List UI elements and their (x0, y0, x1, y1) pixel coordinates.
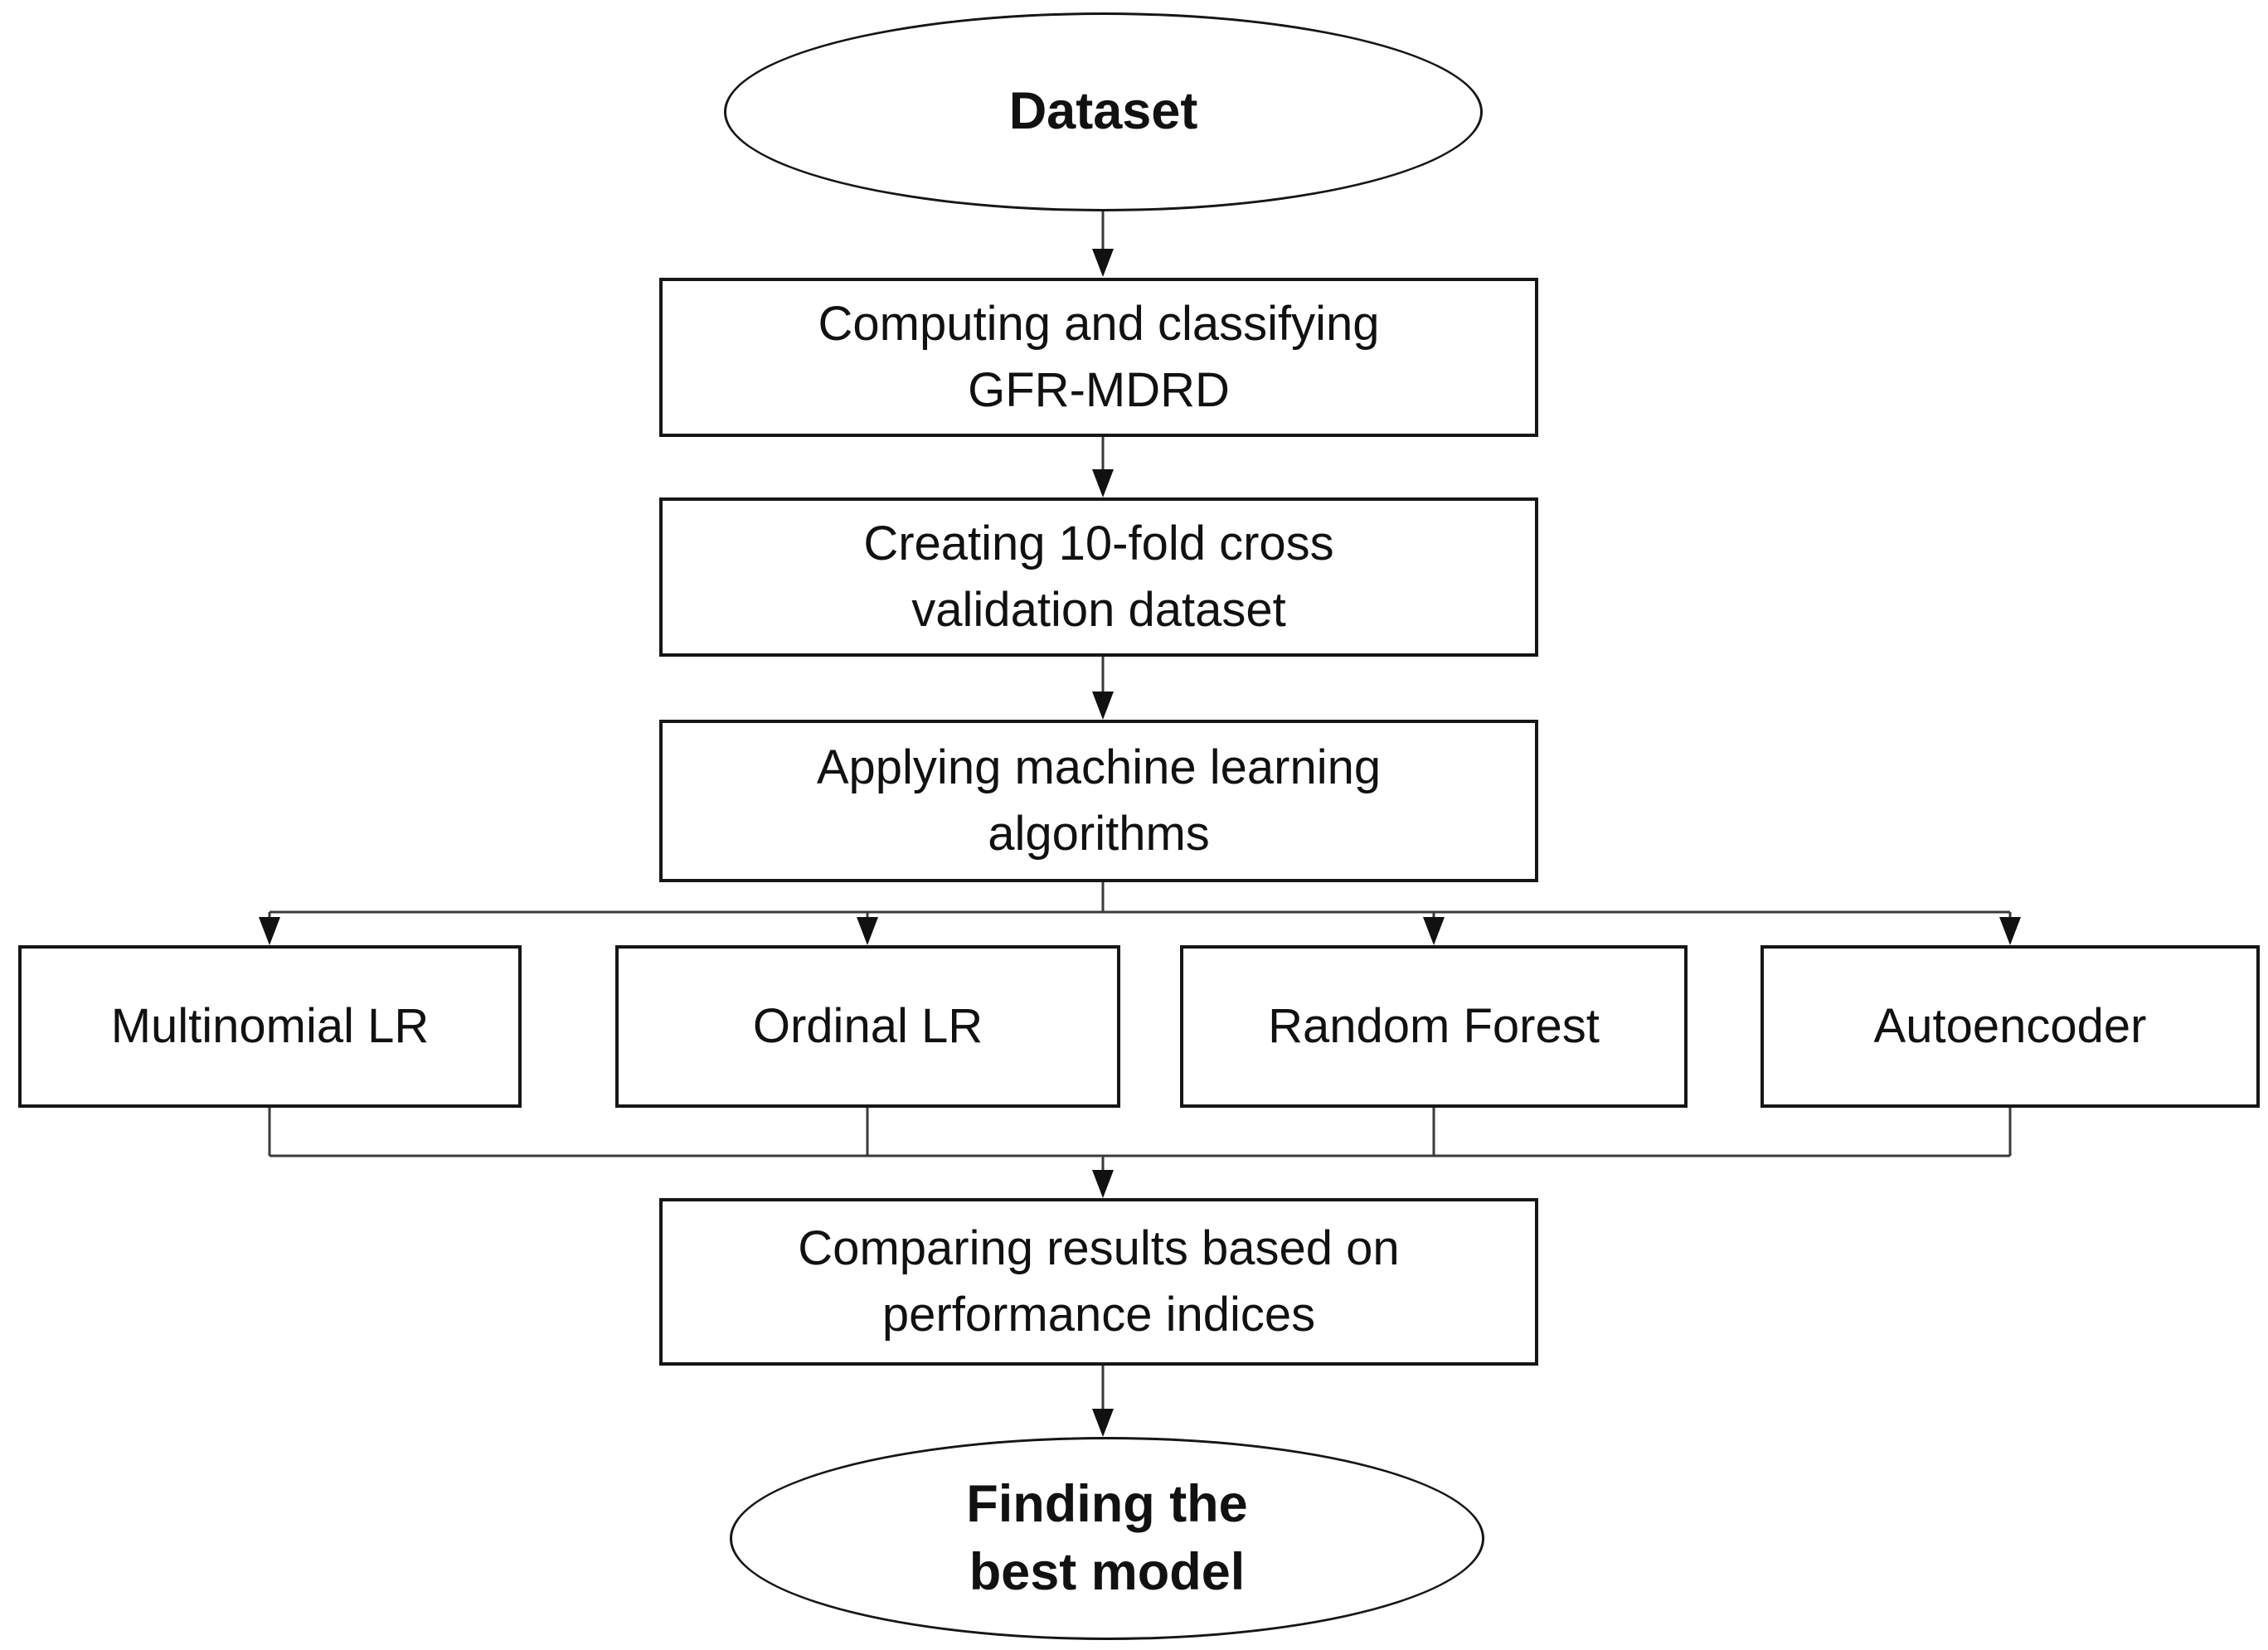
autoencoder-box: Autoencoder (1760, 945, 2260, 1108)
multinomial-lr-box: Multinomial LR (18, 945, 522, 1108)
applying-ml-line2: algorithms (988, 807, 1210, 861)
arrowhead-into-autoencoder (1999, 917, 2021, 945)
ordinal-lr-label: Ordinal LR (752, 998, 983, 1053)
autoencoder-label: Autoencoder (1873, 998, 2147, 1053)
comparing-results-line1: Comparing results based on (798, 1221, 1400, 1275)
dataset-label: Dataset (1008, 82, 1198, 141)
random-forest-label: Random Forest (1268, 998, 1600, 1053)
cross-validation-line2: validation dataset (911, 583, 1286, 637)
finding-best-model-line1: Finding the (966, 1474, 1248, 1533)
applying-ml-box: Applying machine learning algorithms (659, 720, 1538, 882)
ordinal-lr-box: Ordinal LR (615, 945, 1120, 1108)
cross-validation-box: Creating 10-fold cross validation datase… (659, 497, 1538, 657)
arrowhead-into-computing (1092, 249, 1114, 277)
computing-gfr-line2: GFR-MDRD (968, 363, 1230, 417)
arrowhead-into-ordinal (857, 917, 878, 945)
finding-best-model-end-node: Finding the best model (730, 1437, 1484, 1640)
arrowhead-into-end (1092, 1409, 1114, 1437)
cross-validation-line1: Creating 10-fold cross (863, 516, 1334, 570)
multinomial-lr-label: Multinomial LR (110, 998, 430, 1053)
applying-ml-line1: Applying machine learning (816, 740, 1382, 794)
random-forest-box: Random Forest (1180, 945, 1688, 1108)
arrowhead-into-multinomial (259, 917, 280, 945)
finding-best-model-line2: best model (969, 1542, 1246, 1601)
comparing-results-line2: performance indices (881, 1288, 1316, 1342)
arrowhead-into-crossval (1092, 469, 1114, 497)
computing-gfr-box: Computing and classifying GFR-MDRD (659, 278, 1538, 437)
arrowhead-into-random-forest (1423, 917, 1445, 945)
arrowhead-into-applying (1092, 692, 1114, 720)
dataset-start-node: Dataset (724, 12, 1483, 211)
arrowhead-into-comparing (1092, 1170, 1114, 1198)
comparing-results-box: Comparing results based on performance i… (659, 1198, 1538, 1366)
computing-gfr-line1: Computing and classifying (818, 296, 1380, 351)
